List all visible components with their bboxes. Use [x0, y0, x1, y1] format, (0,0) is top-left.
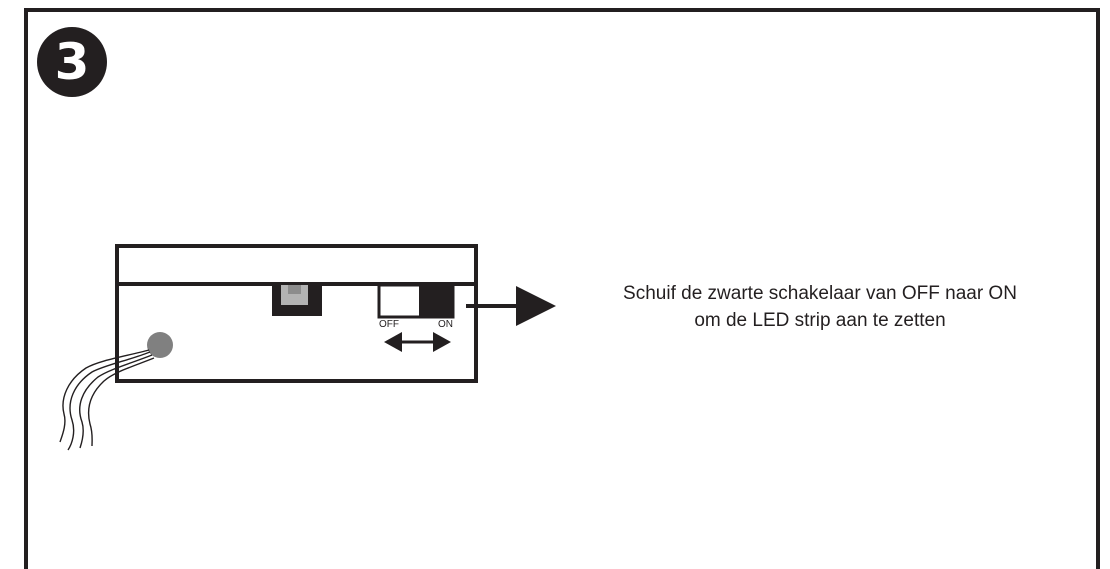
instruction-line-1: Schuif de zwarte schakelaar van OFF naar…	[623, 283, 1017, 304]
switch-label-off: OFF	[379, 319, 399, 330]
instruction-text: Schuif de zwarte schakelaar van OFF naar…	[560, 280, 1080, 334]
push-button-center	[288, 285, 301, 294]
slide-switch-knob	[419, 285, 453, 317]
panel-border	[24, 8, 1100, 569]
switch-label-on: ON	[438, 319, 453, 330]
instruction-line-2: om de LED strip aan te zetten	[694, 310, 946, 331]
push-button-cap	[281, 285, 308, 305]
step-number-badge: 3	[37, 27, 107, 97]
double-arrow-icon	[384, 332, 451, 352]
cable-grommet	[147, 332, 173, 358]
cable-wires	[59, 349, 155, 451]
pointer-arrow-icon	[466, 286, 556, 326]
